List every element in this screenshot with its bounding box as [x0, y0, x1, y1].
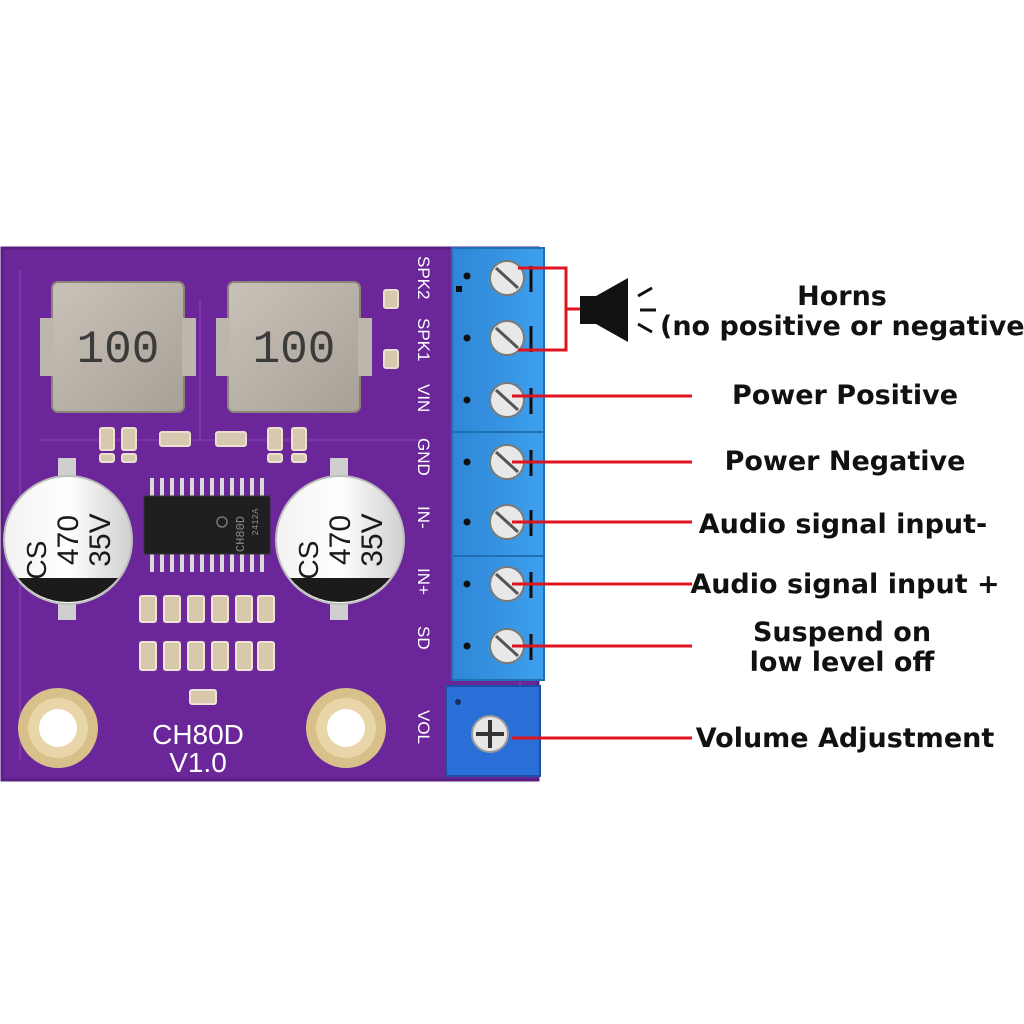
- capacitor-left-value: 470: [52, 515, 85, 565]
- callout-suspend-line1: Suspend on: [752, 617, 932, 648]
- pin-label-in-plus: IN+: [414, 568, 433, 595]
- amplifier-chip: CH80D 2412A: [143, 478, 271, 572]
- speaker-icon: [580, 278, 656, 342]
- callout-power-positive: Power Positive: [731, 380, 959, 411]
- callout-volume: Volume Adjustment: [695, 723, 995, 754]
- callout-audio-input-minus: Audio signal input-: [698, 509, 988, 540]
- callout-horns-title: Horns: [797, 281, 887, 312]
- inductor-left: 100: [40, 281, 196, 413]
- callout-suspend: Suspend on low level off: [700, 618, 984, 678]
- callout-power-negative: Power Negative: [724, 446, 966, 477]
- smd-components: [99, 289, 399, 463]
- callout-horns-subtitle: (no positive or negative): [660, 311, 1024, 342]
- board-name: CH80D: [152, 719, 244, 750]
- pin-label-gnd: GND: [414, 438, 433, 476]
- pin-label-in-minus: IN-: [414, 506, 433, 529]
- capacitor-left: CS 470 35V: [3, 458, 133, 620]
- inductor-left-marking: 100: [77, 324, 160, 376]
- capacitor-left-brand: CS: [21, 541, 52, 580]
- capacitor-right-value: 470: [324, 515, 357, 565]
- pin-label-spk2: SPK2: [414, 256, 433, 299]
- volume-potentiometer: [445, 685, 541, 777]
- callout-suspend-line2: low level off: [749, 647, 935, 678]
- mounting-hole-right: [306, 688, 386, 768]
- pin-label-vin: VIN: [414, 384, 433, 412]
- capacitor-right: CS 470 35V: [275, 458, 405, 620]
- pin-label-vol: VOL: [414, 710, 433, 744]
- chip-code: 2412A: [251, 508, 261, 536]
- inductor-right: 100: [216, 281, 372, 413]
- pin-label-sd: SD: [414, 626, 433, 650]
- mounting-hole-left: [18, 688, 98, 768]
- callout-horns: Horns (no positive or negative): [660, 282, 1024, 342]
- pin-labels: SPK2 SPK1 VIN GND IN- IN+ SD VOL: [414, 256, 433, 744]
- inductor-right-marking: 100: [253, 324, 336, 376]
- board-version: V1.0: [169, 747, 227, 778]
- chip-marking: CH80D: [234, 516, 248, 552]
- capacitor-right-brand: CS: [293, 541, 324, 580]
- pin-label-spk1: SPK1: [414, 318, 433, 361]
- callout-audio-input-plus: Audio signal input +: [690, 569, 1000, 600]
- capacitor-right-voltage: 35V: [356, 513, 389, 566]
- resistor-array: [139, 595, 275, 705]
- capacitor-left-voltage: 35V: [84, 513, 117, 566]
